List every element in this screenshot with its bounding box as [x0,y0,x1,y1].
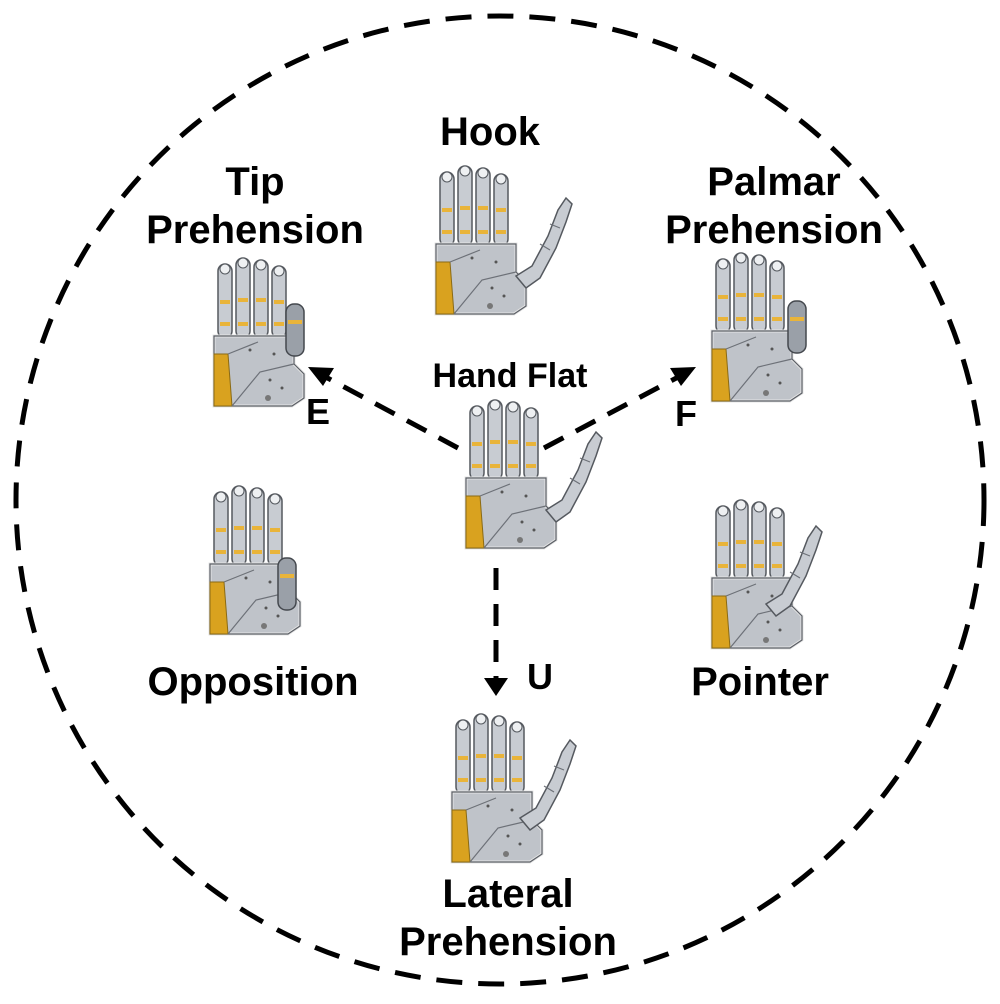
label-lateral-prehension: Lateral Prehension [380,870,636,966]
label-tip-prehension: Tip Prehension [140,158,370,254]
label-tip-line1: Tip [225,160,285,204]
palmar-prehension-hand-image [710,251,807,403]
opposition-hand-image [208,484,302,636]
label-hook: Hook [440,110,540,154]
label-pointer: Pointer [691,660,829,704]
label-tip-line2: Prehension [146,208,364,252]
arrow-label-f: F [675,393,697,434]
label-palmar-line2: Prehension [665,208,883,252]
label-opposition: Opposition [147,660,359,704]
arrow-label-e: E [305,391,330,432]
label-lateral-line2: Prehension [399,920,617,964]
hook-hand-image [434,164,573,316]
label-lateral-line1: Lateral [442,872,574,916]
arrowhead-left [308,367,334,386]
lateral-prehension-hand-image [450,712,577,864]
label-palmar-line1: Palmar [707,160,841,204]
arrow-label-u: U [527,656,553,697]
hand-flat-image [464,398,603,550]
arrow-to-palmar-prehension [542,372,684,451]
arrowhead-down [484,678,508,696]
arrow-to-tip-prehension [320,372,460,451]
label-palmar-prehension: Palmar Prehension [664,158,884,254]
pointer-hand-image [710,498,823,650]
arrowhead-right [670,367,696,386]
tip-prehension-hand-image [212,256,306,408]
label-hand-flat: Hand Flat [432,357,588,395]
outer-dashed-circle [13,13,987,987]
